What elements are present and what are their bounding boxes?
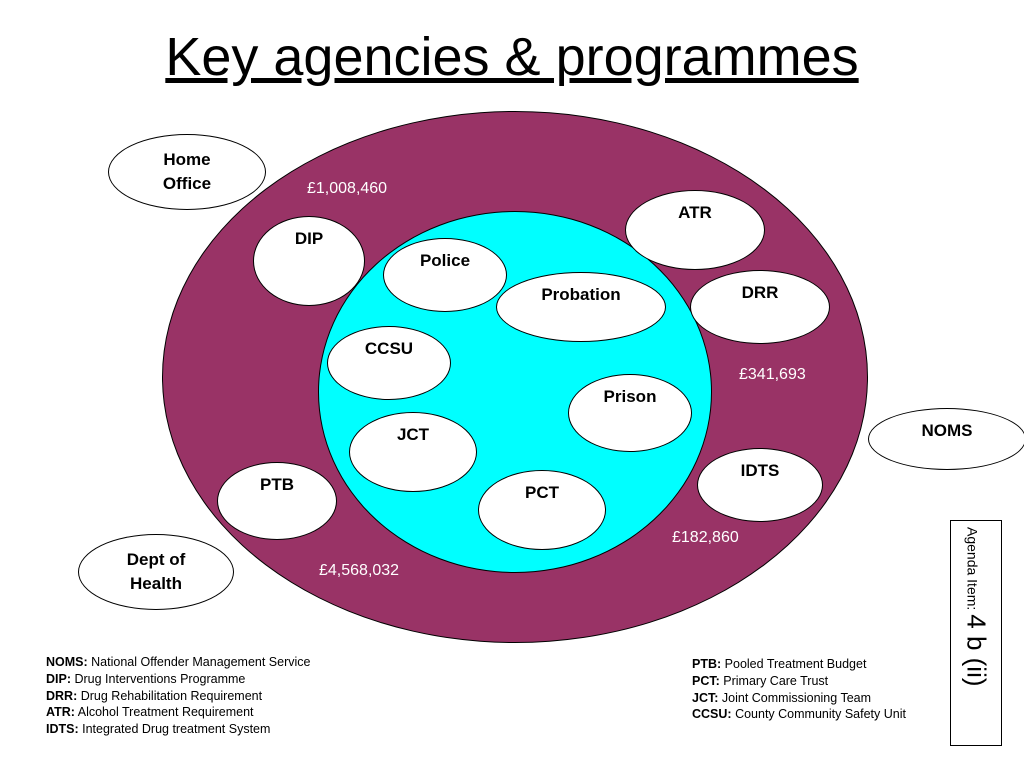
node-police-label: Police xyxy=(419,251,471,270)
node-drr[interactable]: DRR xyxy=(690,270,830,344)
node-drr-label: DRR xyxy=(741,283,779,302)
legend-left: NOMS: National Offender Management Servi… xyxy=(46,654,311,738)
legend-item: DRR: Drug Rehabilitation Requirement xyxy=(46,688,263,703)
legend-item: ATR: Alcohol Treatment Requirement xyxy=(46,705,254,720)
node-pct-label: PCT xyxy=(525,483,559,502)
node-prison[interactable]: Prison xyxy=(568,374,692,452)
node-ptb[interactable]: PTB xyxy=(217,462,337,540)
node-prison-label: Prison xyxy=(603,387,657,406)
legend-item: CCSU: County Community Safety Unit xyxy=(692,707,906,722)
node-idts[interactable]: IDTS xyxy=(697,448,823,522)
node-home-office[interactable]: Home Office xyxy=(108,134,266,210)
node-jct[interactable]: JCT xyxy=(349,412,477,492)
node-ccsu-label: CCSU xyxy=(364,339,414,358)
funding-home-office: £1,008,460 xyxy=(307,180,388,197)
legend-item: PTB: Pooled Treatment Budget xyxy=(692,657,867,671)
legend-right: PTB: Pooled Treatment Budget PCT: Primar… xyxy=(692,656,906,723)
legend-item: PCT: Primary Care Trust xyxy=(692,673,829,688)
node-atr-label: ATR xyxy=(678,203,712,222)
node-home-office-label: Home Office xyxy=(162,150,212,193)
node-noms-label: NOMS xyxy=(921,421,973,440)
node-dept-of-health-label: Dept of Health xyxy=(126,550,186,593)
node-idts-label: IDTS xyxy=(740,461,780,480)
funding-dept-of-health: £4,568,032 xyxy=(319,562,400,579)
node-ccsu[interactable]: CCSU xyxy=(327,326,451,400)
agenda-number: 4 b (ii) xyxy=(961,614,992,687)
node-dip[interactable]: DIP xyxy=(253,216,365,306)
node-dept-of-health[interactable]: Dept of Health xyxy=(78,534,234,610)
node-atr[interactable]: ATR xyxy=(625,190,765,270)
node-jct-label: JCT xyxy=(396,425,430,444)
page-title: Key agencies & programmes xyxy=(165,27,859,87)
node-noms[interactable]: NOMS xyxy=(868,408,1024,470)
funding-idts: £182,860 xyxy=(672,529,739,546)
node-dip-label: DIP xyxy=(294,229,324,248)
agenda-item-box: Agenda Item: 4 b (ii) xyxy=(950,520,1002,746)
legend-item: IDTS: Integrated Drug treatment System xyxy=(46,722,271,737)
funding-noms: £341,693 xyxy=(739,366,806,383)
legend-item: NOMS: National Offender Management Servi… xyxy=(46,655,311,669)
node-probation-label: Probation xyxy=(541,285,621,304)
node-ptb-label: PTB xyxy=(260,475,294,494)
agenda-label: Agenda Item: xyxy=(964,527,981,611)
node-pct[interactable]: PCT xyxy=(478,470,606,550)
node-police[interactable]: Police xyxy=(383,238,507,312)
agenda-item-text: Agenda Item: 4 b (ii) xyxy=(961,527,992,687)
node-probation[interactable]: Probation xyxy=(496,272,666,342)
legend-item: DIP: Drug Interventions Programme xyxy=(46,671,246,686)
legend-item: JCT: Joint Commissioning Team xyxy=(692,690,872,705)
